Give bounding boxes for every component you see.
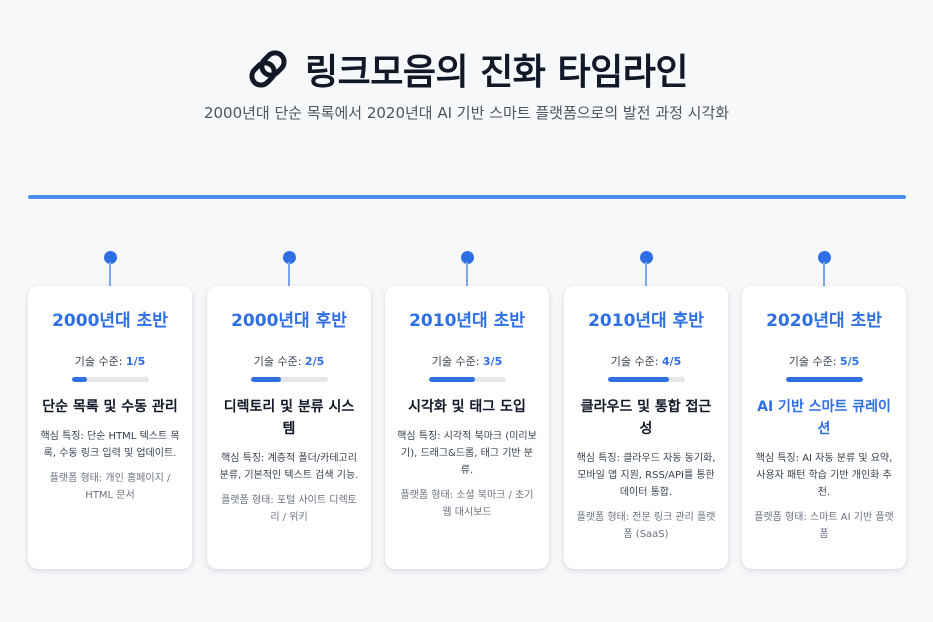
tech-level-bar-fill <box>607 377 670 382</box>
stage-features: 핵심 특징: 계층적 폴더/카테고리 분류, 기본적인 텍스트 검색 기능. <box>219 453 359 481</box>
stage-era: 2000년대 초반 <box>52 311 168 331</box>
timeline-node-dot <box>103 251 117 264</box>
stage-features: 핵심 특징: 시각적 북마크 (미리보기), 드래그&드롭, 태그 기반 분류. <box>397 431 537 476</box>
stage-platform: 플랫폼 형태: 소셜 북마크 / 초기 웹 대시보드 <box>400 490 534 518</box>
tech-level: 기술 수준: 3/5 <box>397 354 537 370</box>
stage-platform: 플랫폼 형태: 스마트 AI 기반 플랫폼 <box>754 512 894 540</box>
tech-level-bar <box>250 377 328 382</box>
timeline-connector <box>823 262 825 286</box>
tech-level-bar-fill <box>428 377 475 382</box>
stage-title: AI 기반 스마트 큐레이션 <box>757 399 891 437</box>
tech-level-value: 1/5 <box>125 355 146 368</box>
stage-era: 2020년대 초반 <box>766 311 882 331</box>
page-title: 링크모음의 진화 타임라인 <box>305 52 688 93</box>
tech-level-label: 기술 수준: <box>74 355 123 368</box>
page-subtitle: 2000년대 단순 목록에서 2020년대 AI 기반 스마트 플랫폼으로의 발… <box>203 104 730 122</box>
tech-level-bar <box>71 377 149 382</box>
timeline-node-dot <box>460 251 474 264</box>
tech-level-value: 2/5 <box>304 355 325 368</box>
tech-level: 기술 수준: 5/5 <box>754 354 894 370</box>
tech-level-label: 기술 수준: <box>431 355 480 368</box>
stage-platform: 플랫폼 형태: 개인 홈페이지 / HTML 문서 <box>49 473 171 501</box>
stage-features: 핵심 특징: AI 자동 분류 및 요약, 사용자 패턴 학습 기반 개인화 추… <box>755 453 893 498</box>
tech-level-value: 5/5 <box>839 355 860 368</box>
tech-level-value: 3/5 <box>482 355 503 368</box>
tech-level-bar <box>607 377 685 382</box>
timeline-node-dot <box>639 251 653 264</box>
stage-features: 핵심 특징: 클라우드 자동 동기화, 모바일 앱 지원, RSS/API를 통… <box>576 453 716 498</box>
tech-level-label: 기술 수준: <box>788 355 837 368</box>
tech-level-bar <box>428 377 506 382</box>
link-chain-icon <box>249 50 287 88</box>
tech-level-bar <box>785 377 863 382</box>
tech-level-bar-fill <box>785 377 863 382</box>
timeline-connector <box>466 262 468 286</box>
stage-title: 시각화 및 태그 도입 <box>408 399 526 415</box>
tech-level: 기술 수준: 4/5 <box>576 354 716 370</box>
stage-era: 2000년대 후반 <box>231 311 347 331</box>
tech-level-label: 기술 수준: <box>610 355 659 368</box>
timeline-connector <box>645 262 647 286</box>
timeline-bar <box>28 195 906 199</box>
stage-platform: 플랫폼 형태: 포털 사이트 디렉토리 / 위키 <box>221 495 357 523</box>
stage-title: 클라우드 및 통합 접근성 <box>580 399 712 437</box>
timeline-connector <box>109 262 111 286</box>
stage-title: 디렉토리 및 분류 시스템 <box>223 399 355 437</box>
tech-level-value: 4/5 <box>661 355 682 368</box>
stage-title: 단순 목록 및 수동 관리 <box>42 399 178 415</box>
timeline-node-dot <box>282 251 296 264</box>
tech-level-bar-fill <box>250 377 282 382</box>
tech-level: 기술 수준: 1/5 <box>40 354 180 370</box>
tech-level: 기술 수준: 2/5 <box>219 354 359 370</box>
header: 링크모음의 진화 타임라인 2000년대 단순 목록에서 2020년대 AI 기… <box>0 38 933 123</box>
stage-features: 핵심 특징: 단순 HTML 텍스트 목록, 수동 링크 입력 및 업데이트. <box>40 431 180 459</box>
timeline-node-dot <box>817 251 831 264</box>
tech-level-label: 기술 수준: <box>253 355 302 368</box>
stage-platform: 플랫폼 형태: 전문 링크 관리 플랫폼 (SaaS) <box>576 512 716 540</box>
title-row: 링크모음의 진화 타임라인 <box>0 38 933 100</box>
stage-era: 2010년대 초반 <box>409 311 525 331</box>
timeline-connector <box>288 262 290 286</box>
stage-era: 2010년대 후반 <box>588 311 704 331</box>
tech-level-bar-fill <box>71 377 87 382</box>
